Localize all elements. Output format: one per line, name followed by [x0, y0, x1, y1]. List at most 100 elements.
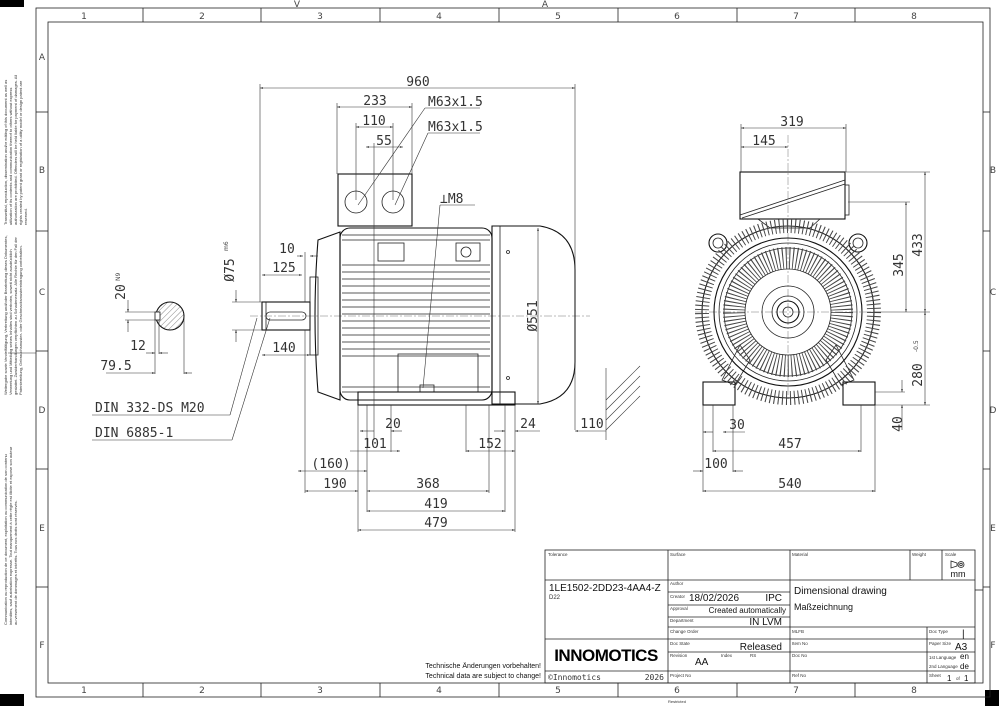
- author-label: Author: [670, 581, 684, 586]
- key-standard-note: DIN 6885-1: [95, 426, 173, 441]
- grid-row: D: [39, 406, 46, 416]
- dim-40: 40: [891, 416, 906, 432]
- grid-row: C: [39, 288, 45, 298]
- dim-30: 30: [729, 418, 745, 433]
- creator-date: 18/02/2026: [689, 593, 739, 604]
- foot-right: [842, 381, 876, 406]
- cooling-fins: [342, 234, 490, 393]
- grid-row: A: [39, 53, 46, 63]
- title-block: Tolerance Surface Material Weight Scale …: [544, 549, 983, 684]
- dim-152: 152: [478, 437, 501, 452]
- doc-no-label: Doc No: [792, 653, 808, 658]
- weight-label: Weight: [912, 552, 927, 557]
- grid-row: F: [39, 641, 44, 651]
- dim-433: 433: [911, 233, 926, 256]
- department-value: IN LVM: [749, 617, 782, 628]
- dim-479: 479: [424, 516, 447, 531]
- mlfb-label: MLFB: [792, 629, 804, 634]
- endshield: [314, 231, 341, 401]
- creator-label: Creator: [670, 594, 686, 599]
- dim-10: 10: [279, 242, 295, 257]
- innomotics-logo: INNOMOTICS: [554, 646, 658, 665]
- dim-24: 24: [520, 417, 536, 432]
- dim-160: (160): [311, 457, 350, 472]
- grid-col: 3: [317, 686, 323, 696]
- note-en: Technical data are subject to change!: [425, 673, 541, 680]
- dim-551: Ø551: [526, 300, 541, 331]
- corner-mark: [0, 694, 24, 706]
- dim-key-width: 20: [114, 284, 129, 300]
- approval-label: Approval: [670, 606, 688, 611]
- grid-row: F: [990, 641, 995, 651]
- dim-145: 145: [752, 134, 775, 149]
- dim-233: 233: [363, 94, 386, 109]
- dim-319: 319: [780, 115, 803, 130]
- grid-column-labels: 1 2 3 4 5 6 7 8 1 2 3 4 5 6 7 8 V A Rest…: [81, 0, 917, 704]
- dim-190: 190: [323, 477, 346, 492]
- grid-col: 8: [911, 12, 917, 22]
- lifting-eye-left: [708, 233, 728, 253]
- dim-110: 110: [362, 114, 385, 129]
- first-language-value: en: [960, 652, 969, 661]
- doc-state-label: Doc State: [670, 641, 690, 646]
- grid-col: 5: [555, 12, 561, 22]
- grid-row: E: [990, 524, 996, 534]
- dim-110-fan: 110: [580, 417, 603, 432]
- cooling-fins-ring: [695, 219, 881, 405]
- motor-front-view: [695, 135, 881, 406]
- dim-368: 368: [416, 477, 439, 492]
- grid-col: 7: [793, 686, 799, 696]
- dim-101: 101: [363, 437, 386, 452]
- dim-79-5: 79.5: [100, 359, 131, 374]
- sheet-frame: [8, 7, 991, 698]
- scale-unit: mm: [951, 569, 966, 579]
- grid-row-labels: A B C D E F B C D E F: [39, 53, 997, 651]
- grid-col: 2: [199, 686, 205, 696]
- second-language-value: de: [960, 662, 969, 671]
- item-no-label: Item No: [792, 641, 808, 646]
- key-tolerance: N9: [115, 273, 122, 281]
- dim-key-depth: 12: [130, 339, 146, 354]
- dim-345: 345: [892, 253, 907, 276]
- lifting-eye-right: [848, 233, 868, 253]
- dim-960: 960: [406, 75, 429, 90]
- dim-20: 20: [385, 417, 401, 432]
- wall-hatch: [605, 365, 641, 440]
- grid-row: D: [990, 406, 997, 416]
- revision-label: Revision: [670, 653, 688, 658]
- foot-left: [702, 381, 736, 406]
- doc-state-value: Released: [740, 642, 782, 653]
- centre-hole-note: DIN 332-DS M20: [95, 401, 205, 416]
- terminal-box: [337, 173, 413, 227]
- rs-label: RS: [750, 653, 756, 658]
- classification-label: Restricted: [668, 699, 686, 704]
- grid-col: 7: [793, 12, 799, 22]
- department-label: Department: [670, 618, 694, 623]
- gland-thread-1: M63x1.5: [428, 95, 483, 110]
- dim-100: 100: [704, 457, 727, 472]
- motor-feet: [357, 391, 516, 406]
- legal-text-en: Transmittal, reproduction, dissemination…: [3, 74, 28, 225]
- motor-side-view: [250, 173, 590, 406]
- doc-type-value: |: [962, 629, 965, 640]
- doc-type-label: Doc Type: [929, 629, 948, 634]
- grid-col: 3: [317, 12, 323, 22]
- grid-row: C: [990, 288, 996, 298]
- part-number: 1LE1502-2DD23-4AA4-Z: [549, 583, 661, 594]
- grid-col: 6: [674, 12, 680, 22]
- material-label: Material: [792, 552, 808, 557]
- gland-thread-2: M63x1.5: [428, 120, 483, 135]
- grid-row: E: [39, 524, 45, 534]
- project-no-label: Project No: [670, 673, 692, 678]
- side-view-dimensions: 960 233 110 55 M63x1.5 M63x1.5 ⊥M8 10 12…: [92, 75, 641, 532]
- legal-text-fr: Communication ou reproduction de ce docu…: [3, 446, 18, 625]
- tolerance-label: Tolerance: [548, 552, 568, 557]
- paper-size-value: A3: [955, 642, 968, 653]
- note-de: Technische Änderungen vorbehalten!: [425, 662, 541, 670]
- grid-row: B: [39, 166, 45, 176]
- revision-value: AA: [695, 657, 709, 668]
- scale-label: Scale: [945, 552, 957, 557]
- fan-grille: [723, 247, 853, 377]
- corner-mark: [985, 690, 999, 706]
